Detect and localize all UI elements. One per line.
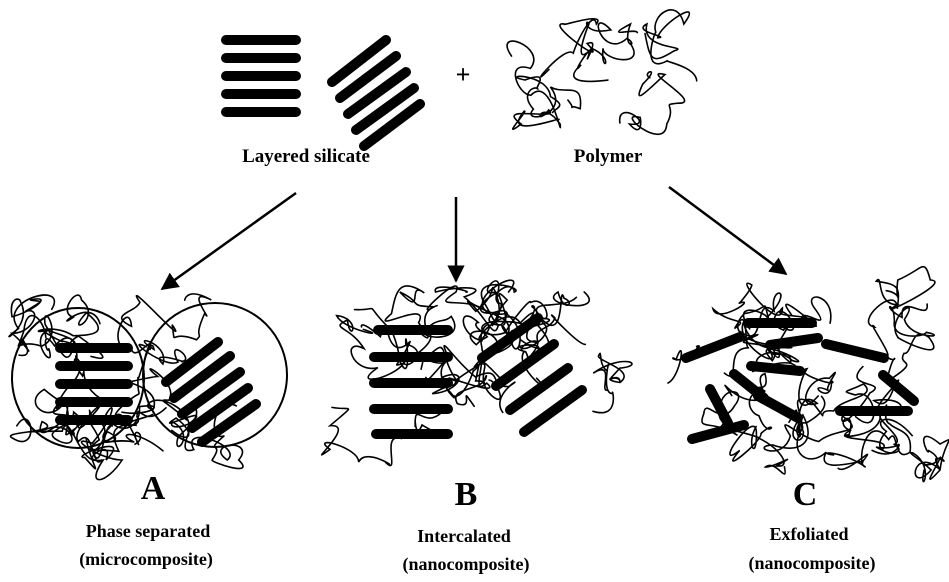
polymer-strand <box>620 72 685 135</box>
panel-b-polymer-strand <box>593 353 632 412</box>
panel-b-caption-line1: Intercalated <box>417 526 511 547</box>
panel-c-caption-line2: (nanocomposite) <box>749 553 876 574</box>
silicate-stack-tilted <box>332 40 420 146</box>
polymer-label: Polymer <box>574 146 643 168</box>
panel-c-letter: C <box>793 476 818 514</box>
arrow-to-a <box>162 193 296 289</box>
polymer-strand <box>643 10 697 81</box>
panel-c-polymer-strand <box>713 283 816 376</box>
panel-a-caption-line1: Phase separated <box>86 521 211 542</box>
arrows <box>162 187 786 289</box>
panel-c-polymer-strand <box>911 436 949 481</box>
panel-c-polymer-tangle <box>668 267 949 482</box>
arrow-to-c <box>669 187 786 274</box>
panel-c-polymer-strand <box>890 304 935 378</box>
layered-silicate-label: Layered silicate <box>242 146 370 168</box>
plus-sign: + <box>456 60 471 90</box>
panel-a-phase-separated <box>9 294 287 480</box>
panel-b-caption-line2: (nanocomposite) <box>403 554 530 575</box>
panel-a-letter: A <box>141 470 166 508</box>
panel-a-polymer-strand <box>9 295 54 355</box>
polymer-coil <box>507 10 697 134</box>
panel-c-exfoliated <box>668 267 949 482</box>
panel-b-polymer-tangle <box>322 280 632 465</box>
panel-b-intercalated <box>322 280 632 465</box>
panel-c-caption-line1: Exfoliated <box>770 524 849 545</box>
panel-b-letter: B <box>455 476 478 514</box>
panel-a-caption-line2: (microcomposite) <box>79 549 213 570</box>
panel-b-polymer-strand <box>337 309 411 380</box>
silicate-stack-horizontal <box>226 40 296 112</box>
